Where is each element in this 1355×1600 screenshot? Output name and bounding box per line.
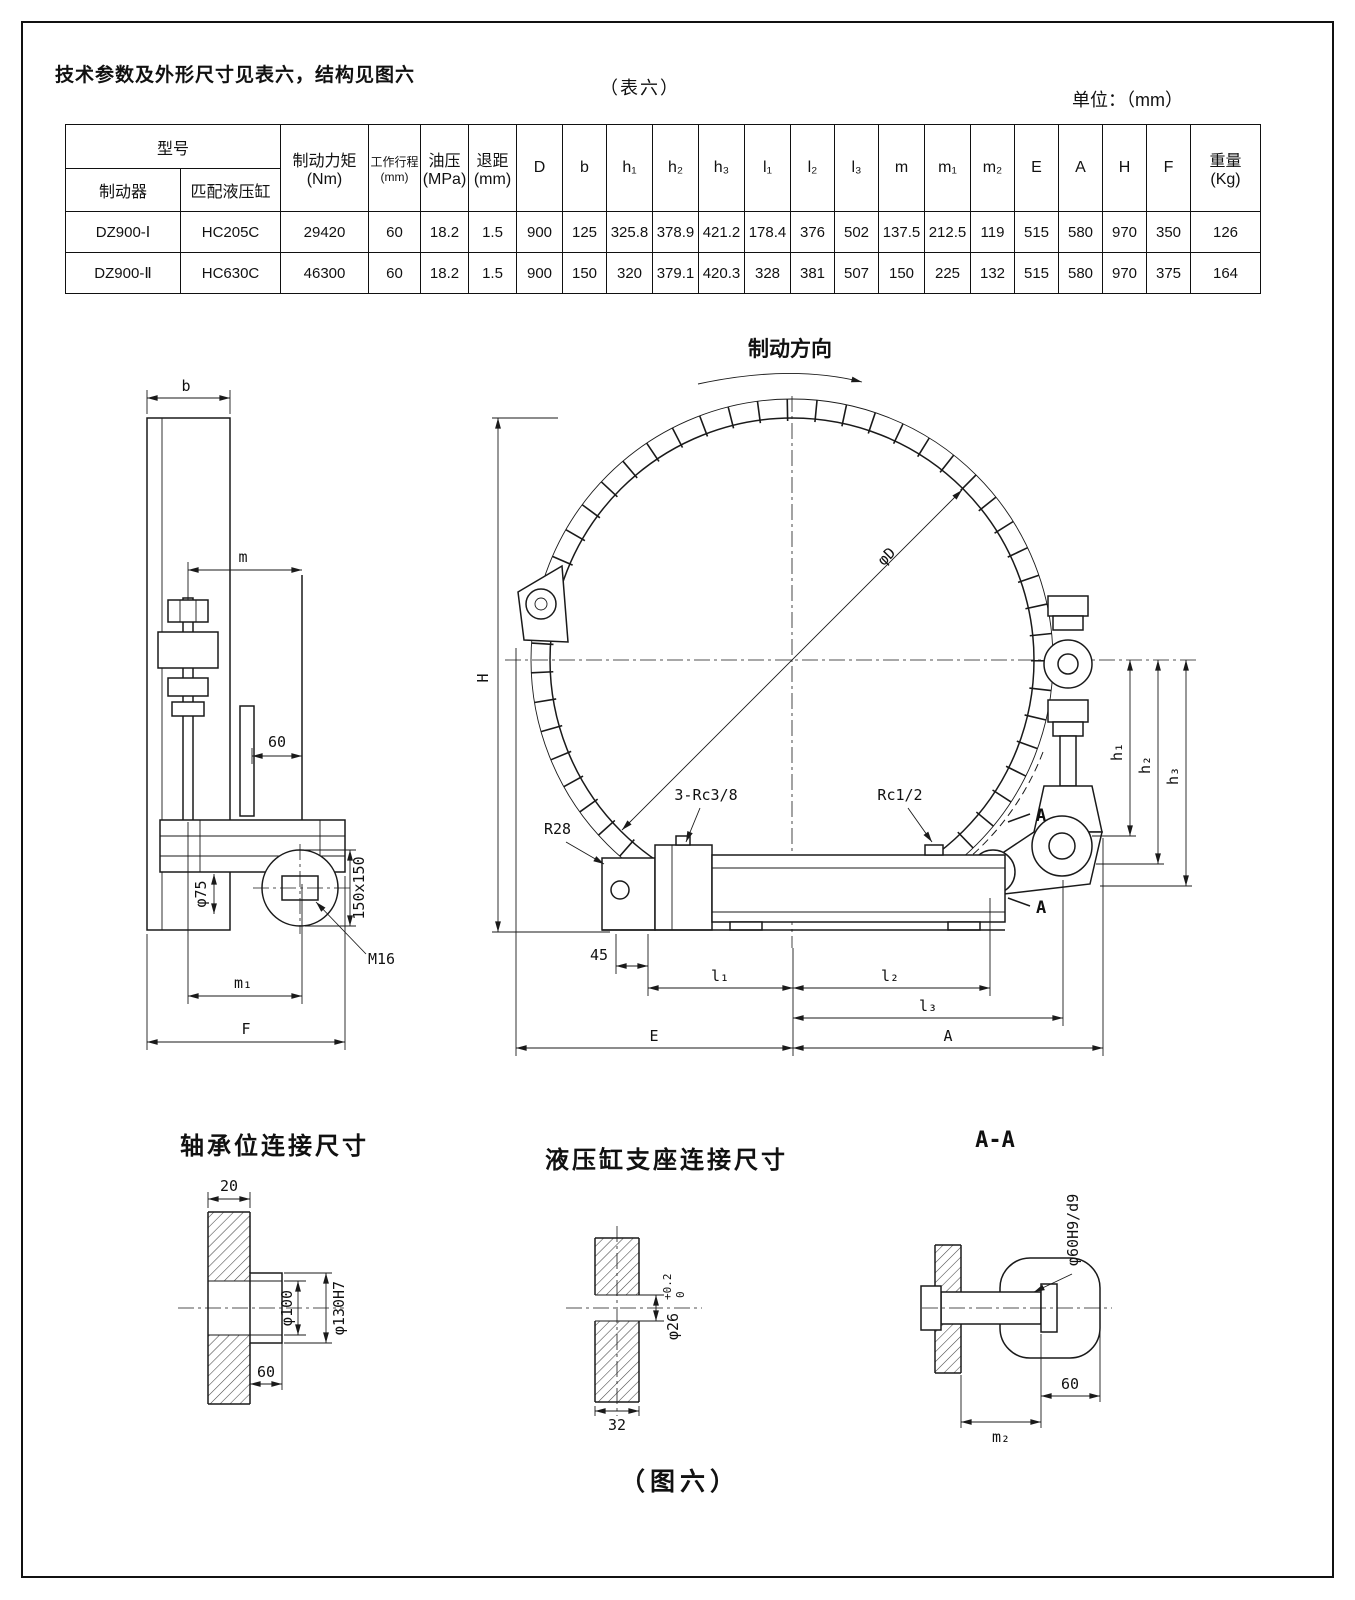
- col-model: 型号: [65, 124, 281, 169]
- cell-value: 178.4: [744, 211, 791, 253]
- cell-value: 379.1: [652, 252, 699, 294]
- col-dim: m: [878, 124, 925, 212]
- cell-value: 1.5: [468, 252, 517, 294]
- cell-value: 212.5: [924, 211, 971, 253]
- cell-value: 381: [790, 252, 835, 294]
- cell-value: 29420: [280, 211, 369, 253]
- table-row: DZ900-Ⅱ HC630C 46300 60 18.2 1.5 900 150…: [65, 252, 1261, 294]
- cell-value: 1.5: [468, 211, 517, 253]
- col-cylinder: 匹配液压缸: [180, 168, 281, 212]
- header-row-bottom: 制动器 匹配液压缸: [65, 168, 1261, 212]
- col-weight: 重量 (Kg): [1190, 124, 1261, 212]
- cell-value: 378.9: [652, 211, 699, 253]
- cell-value: 18.2: [420, 211, 469, 253]
- unit-label: 单位：（mm）: [1072, 90, 1183, 110]
- cell-value: 328: [744, 252, 791, 294]
- cell-value: 580: [1058, 252, 1103, 294]
- cell-value: 502: [834, 211, 879, 253]
- col-dim: E: [1014, 124, 1059, 212]
- cell-cylinder: HC630C: [180, 252, 281, 294]
- cylinder-detail-title: 液压缸支座连接尺寸: [545, 1147, 788, 1174]
- cell-value: 125: [562, 211, 607, 253]
- cell-value: 580: [1058, 211, 1103, 253]
- cell-value: 515: [1014, 211, 1059, 253]
- col-dim: m₂: [970, 124, 1015, 212]
- col-retreat: 退距 (mm): [468, 124, 517, 212]
- cell-value: 132: [970, 252, 1015, 294]
- cell-value: 119: [970, 211, 1015, 253]
- cell-value: 507: [834, 252, 879, 294]
- col-dim: b: [562, 124, 607, 212]
- col-pressure: 油压 (MPa): [420, 124, 469, 212]
- col-dim: H: [1102, 124, 1147, 212]
- cell-value: 515: [1014, 252, 1059, 294]
- col-stroke: 工作行程 (mm): [368, 124, 421, 212]
- col-dim: h₂: [652, 124, 699, 212]
- cell-value: 375: [1146, 252, 1191, 294]
- figure-caption: （图六）: [619, 1468, 740, 1496]
- cell-value: 350: [1146, 211, 1191, 253]
- col-dim: l₃: [834, 124, 879, 212]
- cell-value: 225: [924, 252, 971, 294]
- cell-value: 900: [516, 252, 563, 294]
- cell-value: 421.2: [698, 211, 745, 253]
- cell-value: 150: [878, 252, 925, 294]
- spec-table: 型号 制动力矩 (Nm) 工作行程 (mm) 油压 (MPa) 退距 (mm) …: [65, 124, 1261, 294]
- col-brake: 制动器: [65, 168, 181, 212]
- cell-brake: DZ900-Ⅱ: [65, 252, 181, 294]
- header-row-top: 型号 制动力矩 (Nm) 工作行程 (mm) 油压 (MPa) 退距 (mm) …: [65, 124, 1261, 212]
- cell-value: 18.2: [420, 252, 469, 294]
- section-aa-title: A-A: [975, 1128, 1015, 1153]
- cell-value: 900: [516, 211, 563, 253]
- cell-value: 137.5: [878, 211, 925, 253]
- bearing-detail-title: 轴承位连接尺寸: [180, 1133, 369, 1160]
- page-border: [21, 21, 1334, 1578]
- col-dim: D: [516, 124, 563, 212]
- col-dim: h₁: [606, 124, 653, 212]
- cell-brake: DZ900-Ⅰ: [65, 211, 181, 253]
- col-dim: l₂: [790, 124, 835, 212]
- col-dim: m₁: [924, 124, 971, 212]
- cell-value: 150: [562, 252, 607, 294]
- cell-value: 46300: [280, 252, 369, 294]
- table-row: DZ900-Ⅰ HC205C 29420 60 18.2 1.5 900 125…: [65, 211, 1261, 253]
- col-torque: 制动力矩 (Nm): [280, 124, 369, 212]
- cell-value: 60: [368, 252, 421, 294]
- col-dim: l₁: [744, 124, 791, 212]
- cell-value: 420.3: [698, 252, 745, 294]
- cell-value: 320: [606, 252, 653, 294]
- cell-value: 970: [1102, 211, 1147, 253]
- intro-note: 技术参数及外形尺寸见表六，结构见图六: [55, 65, 416, 86]
- cell-value: 325.8: [606, 211, 653, 253]
- cell-value: 164: [1190, 252, 1261, 294]
- cell-value: 60: [368, 211, 421, 253]
- col-dim: A: [1058, 124, 1103, 212]
- cell-value: 970: [1102, 252, 1147, 294]
- col-dim: h₃: [698, 124, 745, 212]
- table-caption: （表六）: [600, 78, 680, 98]
- cell-value: 376: [790, 211, 835, 253]
- cell-value: 126: [1190, 211, 1261, 253]
- col-dim: F: [1146, 124, 1191, 212]
- cell-cylinder: HC205C: [180, 211, 281, 253]
